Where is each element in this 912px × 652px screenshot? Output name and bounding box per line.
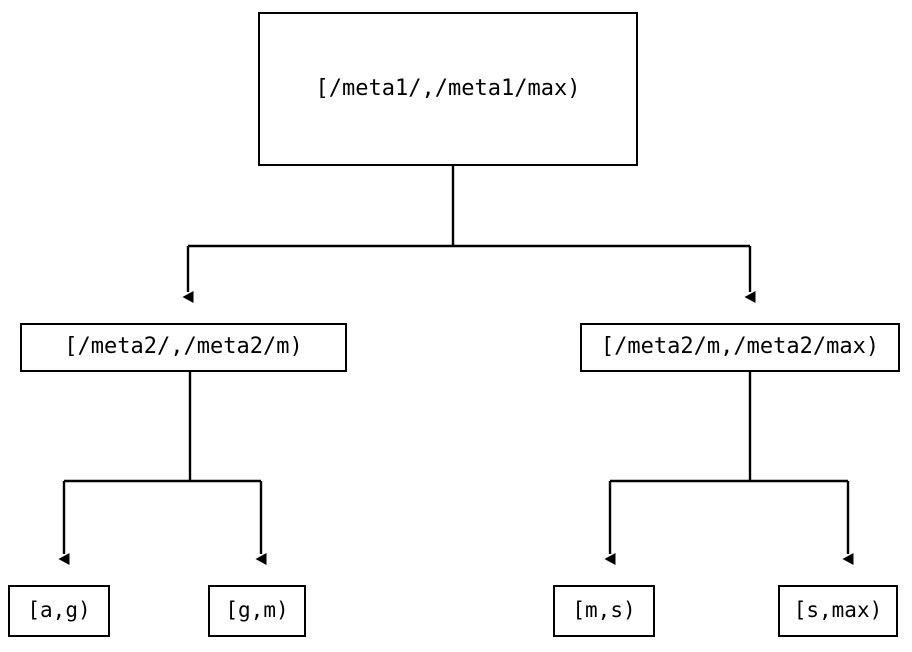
node-leaf-4[interactable]: [s,max) <box>778 585 898 637</box>
node-mid-left-label: [/meta2/,/meta2/m) <box>64 334 303 360</box>
node-leaf-1[interactable]: [a,g) <box>8 585 110 637</box>
node-mid-right[interactable]: [/meta2/m,/meta2/max) <box>580 323 900 372</box>
node-leaf-2[interactable]: [g,m) <box>208 585 306 637</box>
node-leaf-4-label: [s,max) <box>793 598 883 623</box>
edge-root-to-mid-group <box>182 166 756 303</box>
node-root[interactable]: [/meta1/,/meta1/max) <box>258 12 638 166</box>
node-leaf-1-label: [a,g) <box>27 598 91 623</box>
node-root-label: [/meta1/,/meta1/max) <box>315 75 581 101</box>
node-leaf-3-label: [m,s) <box>572 598 636 623</box>
node-mid-left[interactable]: [/meta2/,/meta2/m) <box>20 323 347 372</box>
node-leaf-3[interactable]: [m,s) <box>553 585 655 637</box>
node-mid-right-label: [/meta2/m,/meta2/max) <box>600 334 880 360</box>
edge-mid-right-to-leaves-group <box>604 372 854 565</box>
node-leaf-2-label: [g,m) <box>225 598 289 623</box>
edge-mid-left-to-leaves-group <box>58 372 267 565</box>
